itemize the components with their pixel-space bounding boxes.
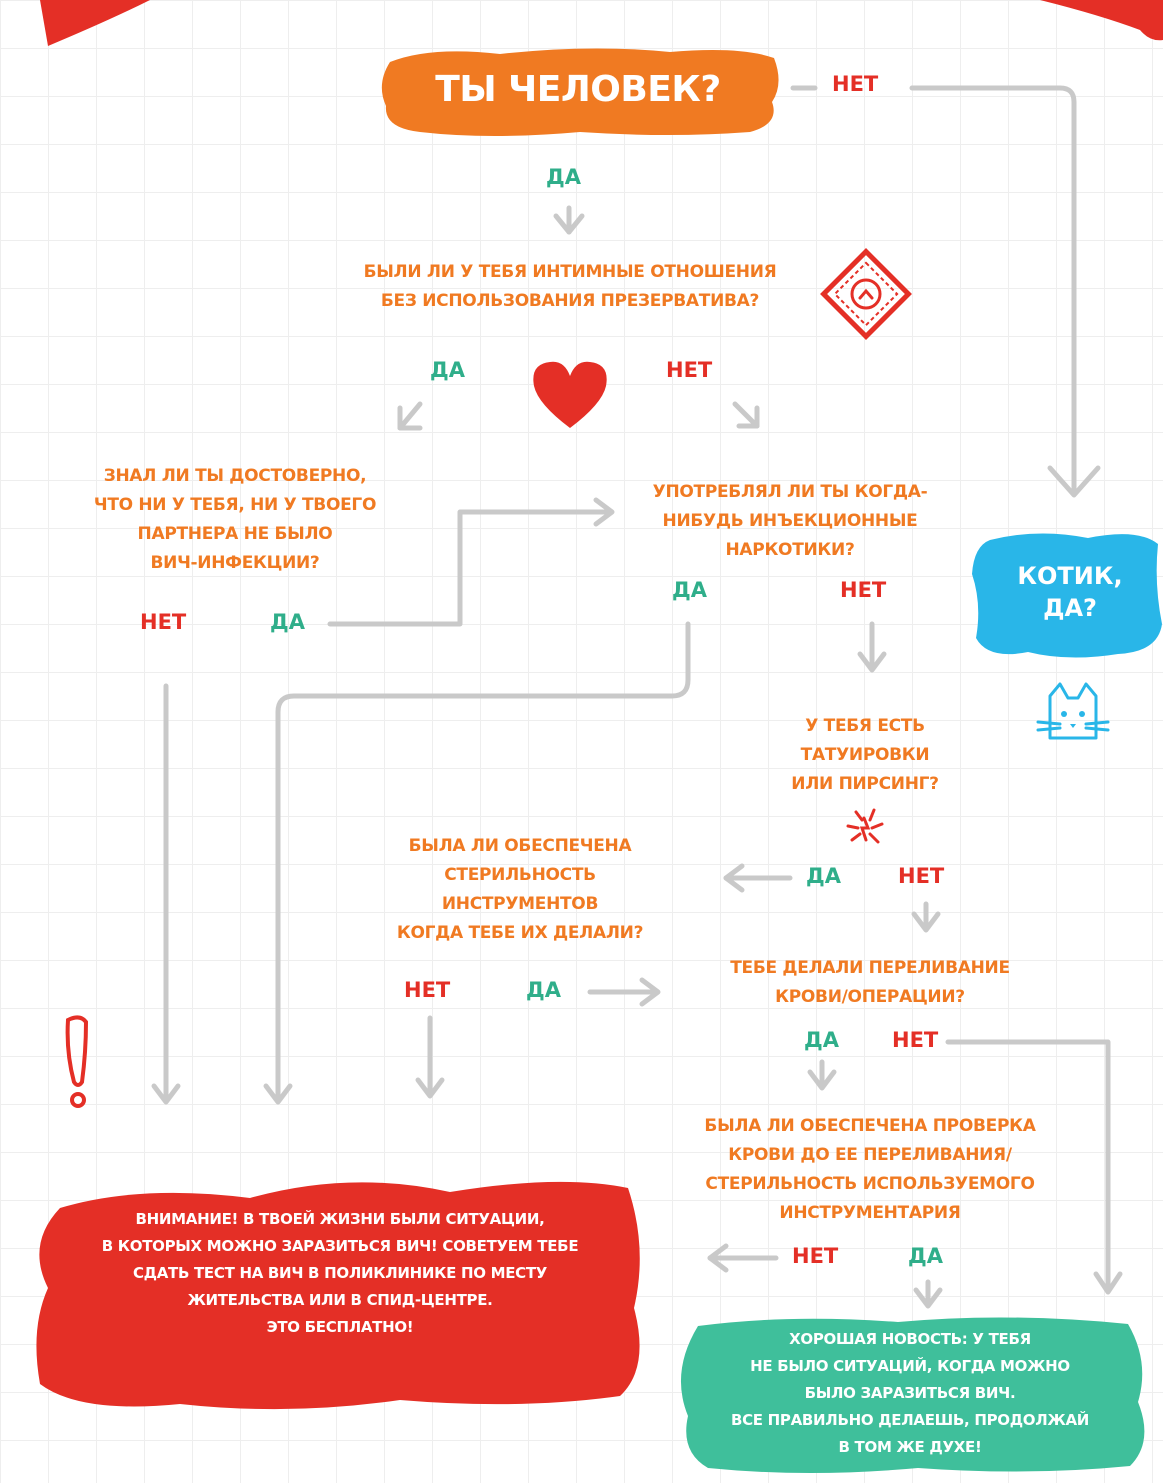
- piercing-icon: [846, 808, 884, 844]
- condom-icon: [820, 248, 912, 340]
- answer-yes: ДА: [270, 610, 305, 634]
- start-blob: [381, 48, 779, 136]
- answer-yes: ДА: [526, 978, 561, 1002]
- answer-yes: ДА: [430, 358, 465, 382]
- cat-icon: [1036, 682, 1110, 740]
- text-line: ВСЕ ПРАВИЛЬНО ДЕЛАЕШЬ, ПРОДОЛЖАЙ: [730, 1411, 1090, 1429]
- good-result-blob: [680, 1317, 1145, 1473]
- text-line: НАРКОТИКИ?: [725, 540, 855, 560]
- decor-top-right: [1040, 0, 1163, 41]
- text-line: ТЕБЕ ДЕЛАЛИ ПЕРЕЛИВАНИЕ: [730, 958, 1010, 978]
- question-unprotected-sex: БЫЛИ ЛИ У ТЕБЯ ИНТИМНЫЕ ОТНОШЕНИЯ БЕЗ ИС…: [310, 258, 830, 316]
- question-injection-drugs: УПОТРЕБЛЯЛ ЛИ ТЫ КОГДА- НИБУДЬ ИНЪЕКЦИОН…: [620, 478, 960, 565]
- text-line: БЫЛА ЛИ ОБЕСПЕЧЕНА: [408, 836, 632, 856]
- text-line: ВНИМАНИЕ! В ТВОЕЙ ЖИЗНИ БЫЛИ СИТУАЦИИ,: [135, 1210, 545, 1228]
- start-question: ТЫ ЧЕЛОВЕК?: [435, 69, 721, 110]
- text-line: ЭТО БЕСПЛАТНО!: [266, 1318, 414, 1336]
- warning-result: ВНИМАНИЕ! В ТВОЕЙ ЖИЗНИ БЫЛИ СИТУАЦИИ, В…: [40, 1206, 640, 1341]
- answer-yes: ДА: [908, 1244, 943, 1268]
- cat-result: КОТИК, ДА?: [975, 560, 1163, 624]
- text-line: ИНСТРУМЕНТОВ: [441, 894, 599, 914]
- text-line: БЫЛА ЛИ ОБЕСПЕЧЕНА ПРОВЕРКА: [704, 1116, 1036, 1136]
- answer-no: НЕТ: [404, 978, 451, 1002]
- question-partner-status: ЗНАЛ ЛИ ТЫ ДОСТОВЕРНО, ЧТО НИ У ТЕБЯ, НИ…: [60, 462, 410, 578]
- text-line: ИНСТРУМЕНТАРИЯ: [779, 1203, 961, 1223]
- text-line: СТЕРИЛЬНОСТЬ: [444, 865, 596, 885]
- decor-top-left: [40, 0, 150, 46]
- exclamation-icon: [65, 1015, 89, 1108]
- text-line: В ТОМ ЖЕ ДУХЕ!: [838, 1438, 982, 1456]
- text-line: КОГДА ТЕБЕ ИХ ДЕЛАЛИ?: [396, 923, 644, 943]
- answer-no: НЕТ: [892, 1028, 939, 1052]
- question-tattoo-piercing: У ТЕБЯ ЕСТЬ ТАТУИРОВКИ ИЛИ ПИРСИНГ?: [750, 712, 980, 799]
- text-line: У ТЕБЯ ЕСТЬ: [805, 716, 925, 736]
- answer-no: НЕТ: [792, 1244, 839, 1268]
- text-line: БЫЛО ЗАРАЗИТЬСЯ ВИЧ.: [804, 1384, 1016, 1402]
- answer-no: НЕТ: [140, 610, 187, 634]
- text-line: КРОВИ/ОПЕРАЦИИ?: [775, 987, 965, 1007]
- answer-yes: ДА: [804, 1028, 839, 1052]
- warning-result-blob: [36, 1181, 640, 1410]
- text-line: СДАТЬ ТЕСТ НА ВИЧ В ПОЛИКЛИНИКЕ ПО МЕСТУ: [132, 1264, 548, 1282]
- text-line: ПАРТНЕРА НЕ БЫЛО: [137, 524, 333, 544]
- question-sterile-tools: БЫЛА ЛИ ОБЕСПЕЧЕНА СТЕРИЛЬНОСТЬ ИНСТРУМЕ…: [360, 832, 680, 948]
- text-line: НИБУДЬ ИНЪЕКЦИОННЫЕ: [662, 511, 918, 531]
- answer-no: НЕТ: [666, 358, 713, 382]
- text-line: ЧТО НИ У ТЕБЯ, НИ У ТВОЕГО: [93, 495, 377, 515]
- text-line: ЖИТЕЛЬСТВА ИЛИ В СПИД-ЦЕНТРЕ.: [187, 1291, 493, 1309]
- text-line: ЗНАЛ ЛИ ТЫ ДОСТОВЕРНО,: [103, 466, 367, 486]
- question-blood-check: БЫЛА ЛИ ОБЕСПЕЧЕНА ПРОВЕРКА КРОВИ ДО ЕЕ …: [660, 1112, 1080, 1228]
- text-line: УПОТРЕБЛЯЛ ЛИ ТЫ КОГДА-: [652, 482, 928, 502]
- answer-no: НЕТ: [840, 578, 887, 602]
- text-line: ВИЧ-ИНФЕКЦИИ?: [150, 553, 320, 573]
- question-transfusion: ТЕБЕ ДЕЛАЛИ ПЕРЕЛИВАНИЕ КРОВИ/ОПЕРАЦИИ?: [690, 954, 1050, 1012]
- text-line: НЕ БЫЛО СИТУАЦИЙ, КОГДА МОЖНО: [750, 1357, 1070, 1375]
- text-line: ИЛИ ПИРСИНГ?: [791, 774, 939, 794]
- text-line: СТЕРИЛЬНОСТЬ ИСПОЛЬЗУЕМОГО: [705, 1174, 1035, 1194]
- text-line: КОТИК,: [1017, 562, 1123, 590]
- text-line: ХОРОШАЯ НОВОСТЬ: У ТЕБЯ: [789, 1330, 1031, 1348]
- cat-result-blob: [972, 533, 1162, 658]
- good-result: ХОРОШАЯ НОВОСТЬ: У ТЕБЯ НЕ БЫЛО СИТУАЦИЙ…: [680, 1326, 1140, 1461]
- answer-no: НЕТ: [832, 72, 879, 96]
- answer-yes: ДА: [672, 578, 707, 602]
- text-line: БЕЗ ИСПОЛЬЗОВАНИЯ ПРЕЗЕРВАТИВА?: [380, 291, 760, 311]
- text-line: ТАТУИРОВКИ: [800, 745, 930, 765]
- answer-yes: ДА: [546, 165, 581, 189]
- text-line: В КОТОРЫХ МОЖНО ЗАРАЗИТЬСЯ ВИЧ! СОВЕТУЕМ…: [101, 1237, 579, 1255]
- answer-yes: ДА: [806, 864, 841, 888]
- text-line: ДА?: [1043, 594, 1097, 622]
- answer-no: НЕТ: [898, 864, 945, 888]
- text-line: БЫЛИ ЛИ У ТЕБЯ ИНТИМНЫЕ ОТНОШЕНИЯ: [363, 262, 777, 282]
- heart-icon: [533, 361, 607, 428]
- text-line: КРОВИ ДО ЕЕ ПЕРЕЛИВАНИЯ/: [728, 1145, 1012, 1165]
